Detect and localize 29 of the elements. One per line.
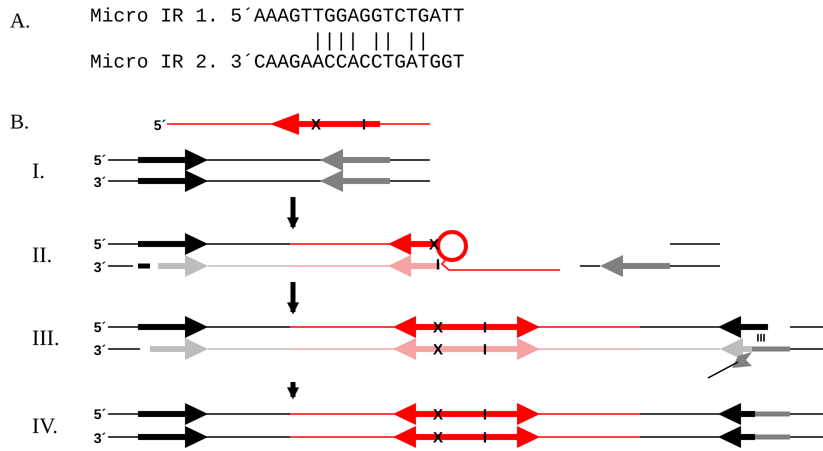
site-mark: I: [482, 430, 488, 446]
sequence-text: Micro IR 2. 3´CAAGAACCACCTGATGGT: [90, 53, 464, 73]
panel-letter: A.: [10, 10, 30, 32]
stage-numeral: III.: [32, 325, 60, 351]
site-mark: I: [482, 342, 488, 358]
site-mark: I: [436, 258, 440, 272]
strand-end-label: 5´: [154, 118, 166, 132]
stage-numeral: IV.: [32, 412, 58, 438]
stage-numeral: I.: [32, 158, 45, 184]
down-arrow: [287, 197, 299, 230]
strand-end-label: 5´: [94, 153, 106, 167]
down-arrow: [287, 382, 299, 400]
strand-end-label: 3´: [94, 343, 106, 357]
site-mark: I: [362, 118, 366, 132]
strand-end-label: 3´: [94, 175, 106, 189]
stage-numeral: II.: [32, 242, 52, 268]
sequence-text: Micro IR 1. 5´AAAGTTGGAGGTCTGATT: [90, 7, 464, 27]
down-arrow: [287, 282, 299, 314]
base-pairing-marks: |||| || ||: [312, 32, 430, 52]
panel-letter: B.: [10, 112, 30, 132]
repeat-label: III: [756, 334, 766, 344]
site-mark: X: [433, 342, 443, 358]
site-mark: I: [482, 408, 488, 422]
strand-end-label: 3´: [94, 431, 106, 445]
strand-end-label: 5´: [94, 407, 106, 421]
strand-end-label: 3´: [94, 260, 106, 274]
strand-end-label: 5´: [94, 237, 106, 251]
strand-end-label: 5´: [94, 320, 106, 334]
site-mark: I: [482, 320, 488, 336]
